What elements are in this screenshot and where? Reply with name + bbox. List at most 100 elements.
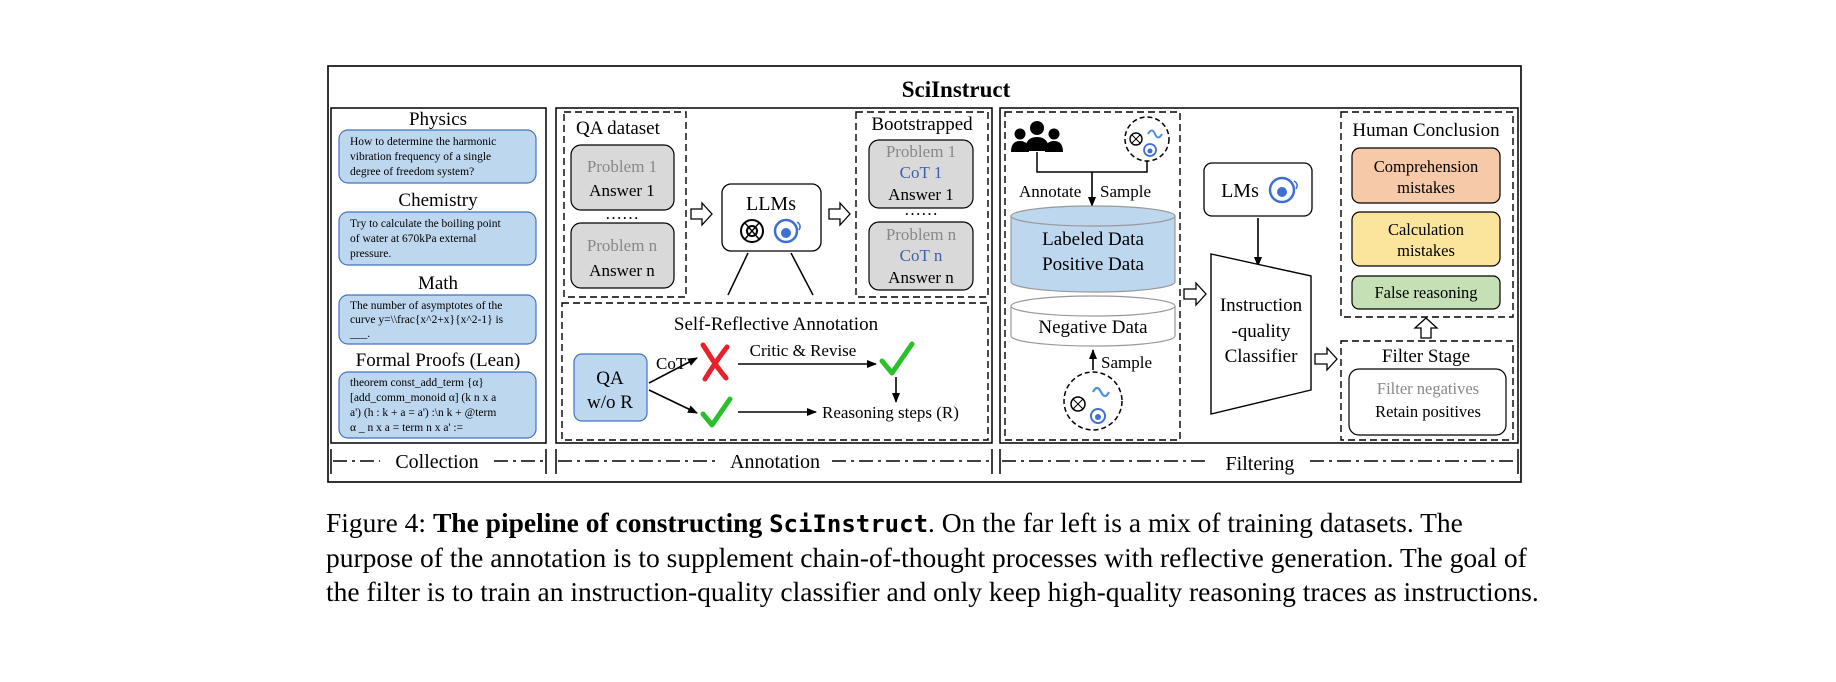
calculation-line2: mistakes [1397,241,1455,260]
pipeline-diagram: SciInstruct Physics How to determine the… [327,65,1522,483]
openai-logo-icon [1070,396,1086,412]
caption-code: SciInstruct [769,510,929,538]
qa-dataset-group [563,111,687,298]
subject-physics-title: Physics [409,109,467,130]
llm-link-line [790,252,814,296]
subject-math-title: Math [418,273,459,294]
labeled-data-cylinder [1010,205,1176,293]
physics-question-line: How to determine the harmonic [350,136,496,148]
false-reasoning-label: False reasoning [1374,283,1477,302]
subject-lean-title: Formal Proofs (Lean) [356,350,521,371]
self-reflective-label: Self-Reflective Annotation [674,314,879,335]
qa-problem-n-box [570,222,675,289]
math-question-box [338,294,537,345]
caption-bold: The pipeline of constructing [432,507,763,538]
llm-link-line [727,252,749,296]
caption-label: Figure 4: [326,507,427,538]
lean-question-line: a') (h : k + a = a') :\n k + @term [350,407,496,419]
bs-problem-1: Problem 1 [886,142,956,161]
chemistry-question-line: pressure. [350,248,391,260]
filtering-footer-label: Filtering [1226,453,1295,475]
hollow-arrow-icon [828,201,851,227]
filtering-footer: Filtering [999,449,1519,475]
retain-positives-label: Retain positives [1375,402,1481,421]
critic-revise-label: Critic & Revise [750,341,857,360]
bs-cot-1: CoT 1 [900,163,943,182]
bs-cot-n: CoT n [900,246,943,265]
annotation-footer-label: Annotation [730,451,820,473]
negative-data-cylinder [1010,295,1176,347]
llama-logo-icon [1090,408,1106,424]
math-question-line: The number of asymptotes of the [350,300,502,312]
collection-footer-label: Collection [395,451,478,473]
qa-answer-1: Answer 1 [589,181,655,200]
bs-dots: …… [904,200,938,219]
physics-question-line: degree of freedom system? [350,166,474,178]
comprehension-mistakes-box [1351,147,1501,204]
comprehension-line2: mistakes [1397,178,1455,197]
physics-question-line: vibration frequency of a single [350,151,491,163]
classifier-shape [1210,253,1312,415]
llms-label: LLMs [746,193,796,215]
labeled-data-line2: Positive Data [1042,254,1144,275]
self-reflective-group [561,302,989,441]
bootstrapped-problem-1-box [868,139,974,209]
subject-chemistry-title: Chemistry [398,190,478,211]
llama-logo-icon [773,218,801,244]
qa-dataset-label: QA dataset [576,118,661,139]
caption-body: . On the far left is a mix of training d… [326,507,1539,607]
openai-logo-icon [1129,132,1143,146]
lean-question-line: [add_comm_monoid α] (k n x a [350,392,496,404]
qa-dots: …… [605,204,639,223]
arrow-to-wrong [648,357,698,384]
lean-question-box [338,371,537,439]
arrow-to-right [648,389,698,414]
llama-logo-icon [1268,176,1298,204]
filtering-panel: Annotate Sample Labeled Data Positive Da… [999,107,1519,444]
reasoning-steps-label: Reasoning steps (R) [822,403,959,422]
model-circle [1063,371,1123,431]
check-icon [879,341,915,376]
calculation-line1: Calculation [1388,220,1464,239]
annotate-line [1036,152,1092,173]
figure-title: SciInstruct [902,77,1011,102]
qa-without-r-line2: w/o R [587,392,633,413]
lean-question-line: theorem const_add_term {α} [350,377,484,389]
filter-stage-box [1348,368,1507,436]
annotate-label: Annotate [1019,182,1081,201]
meta-logo-icon [1147,129,1163,139]
check-icon [700,396,733,428]
bootstrapped-group [855,111,989,298]
lean-question-line: α _ n x a = term n x a' := [350,422,463,434]
labeled-data-line1: Labeled Data [1042,229,1144,250]
cross-icon [700,342,730,382]
hollow-up-arrow-icon [1413,317,1439,339]
chemistry-question-box [338,211,537,266]
qa-answer-n: Answer n [589,261,655,280]
qa-problem-1-box [570,144,675,211]
openai-logo-icon [740,219,764,243]
sample-top-label: Sample [1100,182,1151,201]
sample-bottom-label: Sample [1101,353,1152,372]
collection-footer: Collection [330,449,547,474]
cot-label: CoT [656,354,687,373]
filter-stage-group [1340,340,1514,441]
negative-data-label: Negative Data [1038,317,1148,338]
qa-problem-1: Problem 1 [587,157,657,176]
data-group [1004,111,1181,441]
llama-logo-icon [1143,143,1157,157]
bootstrapped-problem-n-box [868,221,974,291]
physics-question-box [338,129,537,184]
hollow-arrow-icon [1183,281,1207,307]
calculation-mistakes-box [1351,211,1501,267]
annotation-panel: QA dataset Problem 1 Answer 1 …… Problem… [555,107,993,444]
comprehension-line1: Comprehension [1374,157,1479,176]
figure-caption: Figure 4: The pipeline of constructing S… [326,506,1556,609]
classifier-line3: Classifier [1225,346,1298,367]
classifier-line2: -quality [1231,321,1291,342]
bs-answer-n: Answer n [888,268,954,287]
filter-negatives-label: Filter negatives [1377,379,1479,398]
human-conclusion-group [1340,111,1514,318]
lms-label: LMs [1221,180,1259,202]
qa-without-r-box [573,353,648,422]
